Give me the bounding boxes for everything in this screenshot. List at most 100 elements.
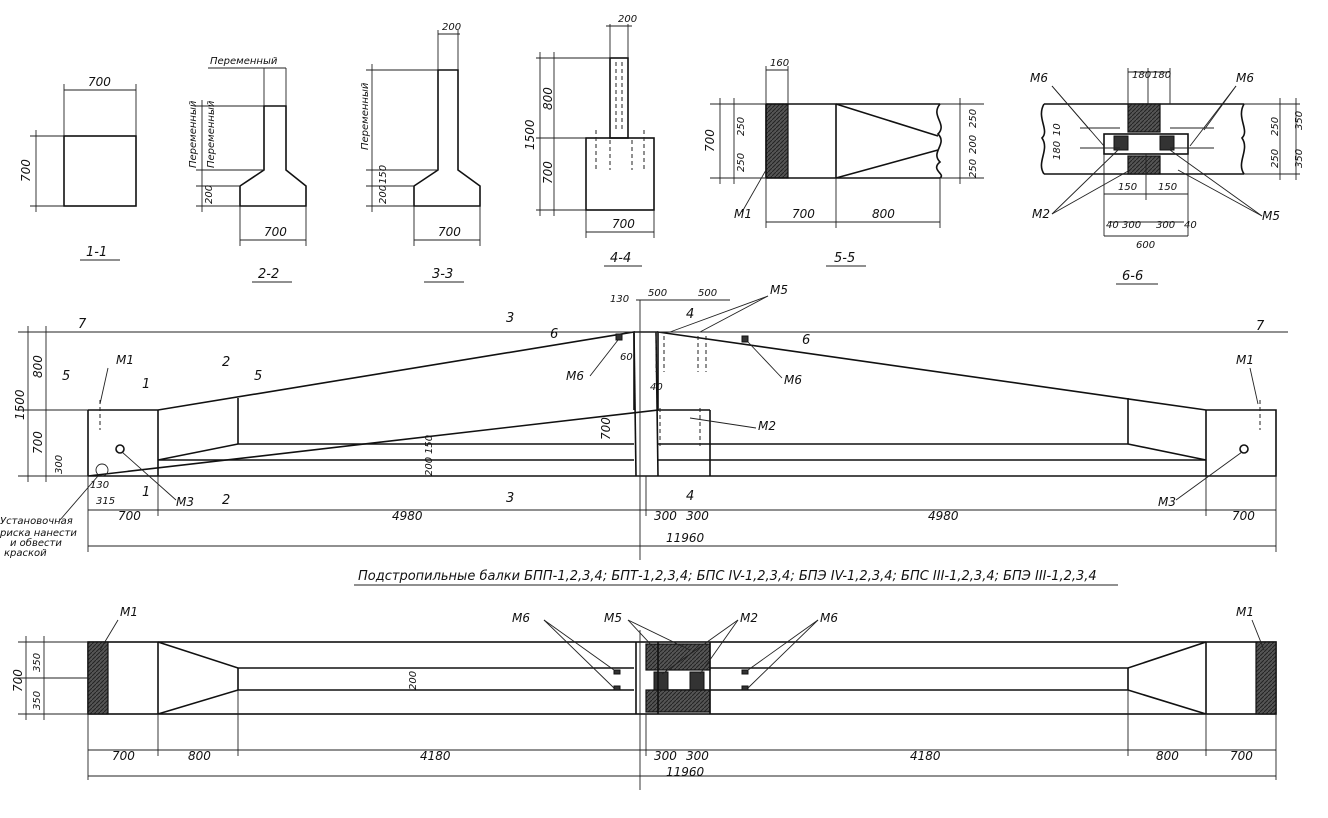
dim-700-3-3: 700 bbox=[438, 225, 461, 239]
cut-mark-1-top: 1 bbox=[142, 377, 150, 392]
section-3-3: 200 Переменный 150 200 700 3-3 bbox=[360, 22, 481, 283]
dim-300-elev: 300 bbox=[54, 455, 65, 474]
mark-m6-6-6-right: М6 bbox=[1236, 71, 1254, 85]
dim-150-6-6-a: 150 bbox=[1118, 182, 1137, 193]
dim-700-4-4: 700 bbox=[541, 161, 555, 184]
mark-m2-elev: М2 bbox=[758, 419, 776, 433]
mark-m1-plan-right: М1 bbox=[1236, 605, 1254, 619]
dim-350-plan-a: 350 bbox=[32, 653, 43, 672]
section-1-1: 700 700 1-1 bbox=[19, 75, 137, 261]
mark-m2-6-6: М2 bbox=[1032, 207, 1050, 221]
dim-800-plan-b: 800 bbox=[1156, 749, 1179, 763]
dim-150-3-3: 150 bbox=[378, 165, 389, 184]
cut-mark-3-top: 3 bbox=[506, 311, 514, 326]
dim-700-elev-d: 700 bbox=[1232, 509, 1255, 523]
mark-m6-elev-left: М6 bbox=[566, 369, 584, 383]
dim-350-6-6-a: 350 bbox=[1294, 111, 1305, 130]
mark-m6-elev-right: М6 bbox=[784, 373, 802, 387]
dim-500-elev-b: 500 bbox=[698, 288, 717, 299]
dim-700-elev-b: 700 bbox=[599, 417, 613, 440]
dim-700-plan: 700 bbox=[11, 669, 25, 692]
dim-200-plan: 200 bbox=[408, 671, 419, 690]
dim-4980-elev-b: 4980 bbox=[928, 509, 959, 523]
mark-m3-elev-left: М3 bbox=[176, 495, 194, 509]
dim-150-6-6-b: 150 bbox=[1158, 182, 1177, 193]
mark-m3-elev-right: М3 bbox=[1158, 495, 1176, 509]
mark-m5-elev: М5 bbox=[770, 283, 788, 297]
mark-m6-6-6-left: М6 bbox=[1030, 71, 1048, 85]
dim-700-2-2: 700 bbox=[264, 225, 287, 239]
dim-800-elev: 800 bbox=[31, 355, 45, 378]
dim-350-6-6-b: 350 bbox=[1294, 149, 1305, 168]
dim-180-6-6-a: 180 bbox=[1132, 70, 1151, 81]
cut-mark-7-right: 7 bbox=[1256, 319, 1265, 334]
dim-700-plan-a: 700 bbox=[112, 749, 135, 763]
section-label-6-6: 6-6 bbox=[1122, 269, 1143, 284]
label-variable-2-2: Переменный bbox=[210, 56, 278, 67]
cut-mark-2-top: 2 bbox=[222, 355, 230, 370]
dim-40-6-6-a: 40 bbox=[1106, 220, 1119, 231]
dim-1500-elev: 1500 bbox=[13, 389, 27, 420]
dim-200-5-5: 200 bbox=[968, 135, 979, 154]
cut-mark-3-bottom: 3 bbox=[506, 491, 514, 506]
dim-200-3-3-b: 200 bbox=[378, 185, 389, 204]
dim-130-elev: 130 bbox=[610, 294, 629, 305]
section-label-5-5: 5-5 bbox=[834, 251, 855, 266]
dim-300-elev-b: 300 bbox=[686, 509, 709, 523]
note-line-2: риска нанести bbox=[0, 528, 77, 539]
mark-m1-elev-right: М1 bbox=[1236, 353, 1254, 367]
dim-160-5-5: 160 bbox=[770, 58, 789, 69]
dim-60-elev: 60 bbox=[620, 352, 633, 363]
dim-300-plan-b: 300 bbox=[686, 749, 709, 763]
section-5-5: 160 700 250 250 250 200 250 700 800 М1 5… bbox=[703, 58, 984, 267]
section-2-2: Переменный Переменный Переменный 200 700… bbox=[188, 56, 307, 283]
beam-elevation: 1500 800 700 300 150 200 700 500 500 130… bbox=[0, 283, 1288, 560]
dim-4180-plan-a: 4180 bbox=[420, 749, 451, 763]
dim-700-side: 700 bbox=[19, 159, 33, 182]
dim-700-plan-b: 700 bbox=[1230, 749, 1253, 763]
dim-250-6-6-b: 250 bbox=[1270, 149, 1281, 168]
cut-mark-6-left: 6 bbox=[550, 327, 558, 342]
mark-m6-plan-left: М6 bbox=[512, 611, 530, 625]
dim-700-5-5-bottom: 700 bbox=[792, 207, 815, 221]
dim-300-6-6-a: 300 bbox=[1122, 220, 1141, 231]
dim-300-6-6-b: 300 bbox=[1156, 220, 1175, 231]
dim-10-6-6: 10 bbox=[1052, 123, 1063, 136]
section-6-6: 180 180 М6 М6 250 250 350 350 10 180 150… bbox=[1030, 68, 1305, 285]
cut-mark-7-left: 7 bbox=[78, 317, 87, 332]
section-label-2-2: 2-2 bbox=[258, 267, 279, 282]
mark-m5-6-6: М5 bbox=[1262, 209, 1280, 223]
cut-mark-2-bottom: 2 bbox=[222, 493, 230, 508]
note-line-4: краской bbox=[4, 548, 47, 559]
cut-mark-1-bottom: 1 bbox=[142, 485, 150, 500]
dim-700-elev: 700 bbox=[31, 431, 45, 454]
section-label-4-4: 4-4 bbox=[610, 251, 631, 266]
dim-315-elev: 315 bbox=[96, 496, 115, 507]
beam-plan: 700 350 350 200 700 800 4180 300 300 418… bbox=[11, 605, 1277, 790]
dim-11960-elev: 11960 bbox=[666, 531, 705, 545]
dim-40-6-6-b: 40 bbox=[1184, 220, 1197, 231]
mark-m6-plan-right: М6 bbox=[820, 611, 838, 625]
dim-350-plan-b: 350 bbox=[32, 691, 43, 710]
dim-200-4-4: 200 bbox=[618, 14, 637, 25]
installation-note: Установочная риска нанести и обвести кра… bbox=[0, 475, 99, 559]
dim-600-6-6: 600 bbox=[1136, 240, 1155, 251]
mark-m5-plan: М5 bbox=[604, 611, 622, 625]
dim-300-elev-a: 300 bbox=[654, 509, 677, 523]
section-label-1-1: 1-1 bbox=[86, 245, 107, 260]
dim-200-2-2: 200 bbox=[204, 185, 215, 204]
dim-250-5-5-b: 250 bbox=[736, 153, 747, 172]
dim-4980-elev-a: 4980 bbox=[392, 509, 423, 523]
dim-200-elev: 200 bbox=[424, 457, 435, 476]
dim-130-elev-b: 130 bbox=[90, 480, 109, 491]
dim-4180-plan-b: 4180 bbox=[910, 749, 941, 763]
label-variable-2-2-a: Переменный bbox=[188, 100, 199, 168]
section-4-4: 200 1500 800 700 700 4-4 bbox=[523, 14, 655, 267]
dim-150-elev: 150 bbox=[424, 435, 435, 454]
cut-mark-4-bottom: 4 bbox=[686, 489, 694, 504]
dim-300-plan-a: 300 bbox=[654, 749, 677, 763]
dim-11960-plan: 11960 bbox=[666, 765, 705, 779]
dim-800-5-5-bottom: 800 bbox=[872, 207, 895, 221]
dim-250-5-5-a: 250 bbox=[736, 117, 747, 136]
mark-m1-elev-left: М1 bbox=[116, 353, 134, 367]
